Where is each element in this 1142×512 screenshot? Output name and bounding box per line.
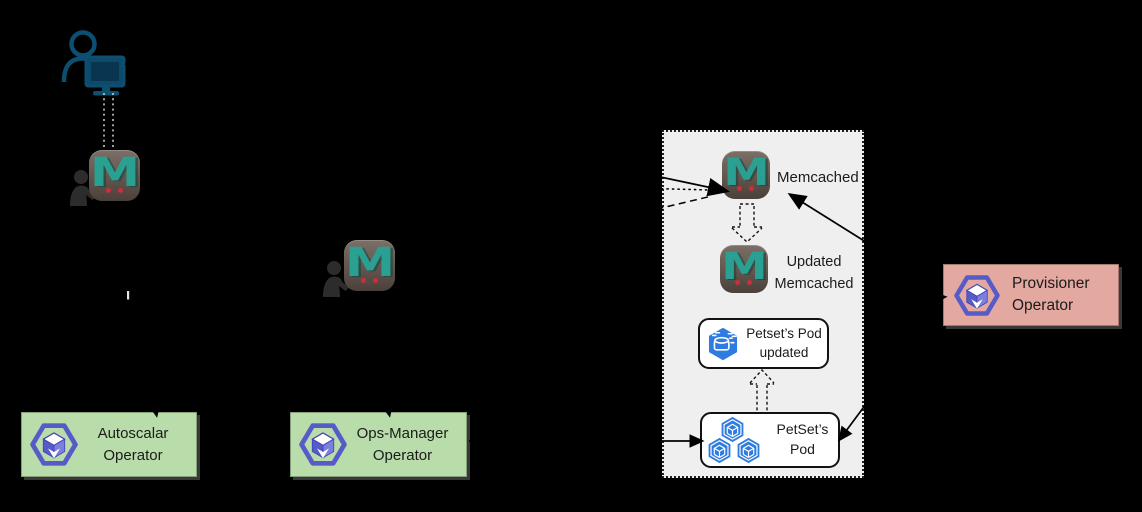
- arrow-label-tick: [127, 291, 130, 300]
- petset-pod-label-line2: Pod: [790, 441, 815, 457]
- memcached-dot: [749, 186, 754, 191]
- memcached-dot: [747, 280, 752, 285]
- memcached-logo-letter: M: [89, 149, 140, 196]
- provisioner-operator-box: Provisioner Operator: [943, 264, 1119, 326]
- autoscalar-operator-label-line1: Autoscalar: [97, 424, 169, 442]
- arrow-user-to-deployed-memcached: [124, 63, 730, 197]
- pod-icon: [735, 437, 762, 464]
- memcached-dot: [117, 188, 123, 193]
- operator-icon: [30, 423, 78, 466]
- operator-icon: [954, 275, 1000, 316]
- petset-pod-label-line1: PetSet’s: [776, 421, 829, 438]
- petset-pod-updated-box: Petset’s Pod updated: [698, 318, 829, 369]
- arrow-cr2-to-ops-manager-operator: [361, 295, 394, 418]
- updated-memcached-label: Updated Memcached: [764, 252, 864, 296]
- user-workstation-icon: [61, 30, 126, 96]
- deployed-memcached-icon: M: [722, 151, 770, 199]
- deployed-memcached-label: Memcached: [777, 169, 859, 186]
- petset-pod-box: PetSet’s Pod: [700, 412, 840, 468]
- updated-memcached-label-line1: Updated: [786, 254, 842, 270]
- petset-pod-label: PetSet’s Pod: [767, 420, 838, 459]
- memcached-cr-icon-2: M: [344, 240, 395, 291]
- ops-manager-operator-label-line2: Operator: [372, 446, 433, 464]
- memcached-dot: [735, 280, 740, 285]
- provisioner-operator-label: Provisioner Operator: [1012, 273, 1090, 316]
- memcached-dot: [372, 278, 378, 283]
- arrow-cr1-to-autoscalar-operator: [115, 205, 161, 418]
- autoscalar-operator-label-line2: Operator: [103, 446, 163, 464]
- autoscalar-operator-box: Autoscalar Operator: [21, 412, 197, 477]
- provisioner-operator-label-line1: Provisioner: [1012, 275, 1090, 293]
- petset-pod-updated-label-line1: Petset’s Pod: [746, 326, 822, 342]
- memcached-dot: [737, 186, 742, 191]
- operator-icon: [299, 423, 347, 466]
- memcached-dot: [105, 188, 111, 193]
- memcached-logo-letter: M: [720, 244, 768, 288]
- memcached-cr-icon-1: M: [89, 150, 140, 201]
- petset-pod-updated-label: Petset’s Pod updated: [741, 325, 827, 361]
- updated-memcached-label-line2: Memcached: [774, 275, 854, 292]
- memcached-logo-letter: M: [344, 239, 395, 286]
- ops-manager-operator-label: Ops-Manager Operator: [347, 423, 458, 467]
- pod-cluster: [705, 414, 767, 466]
- memcached-dot: [360, 278, 366, 283]
- ops-manager-operator-box: Ops-Manager Operator: [290, 412, 467, 477]
- arrow-to-provisioner: [865, 290, 948, 305]
- provisioner-operator-label-line2: Operator: [1012, 297, 1074, 314]
- petset-pod-updated-label-line2: updated: [759, 344, 809, 360]
- autoscalar-operator-label: Autoscalar Operator: [78, 423, 188, 467]
- updated-memcached-icon: M: [720, 245, 768, 293]
- pod-updated-icon: [705, 326, 741, 362]
- arrow-cr1-to-deployed-memcached: [143, 175, 713, 191]
- ops-manager-operator-label-line1: Ops-Manager: [356, 424, 449, 442]
- memcached-logo-letter: M: [722, 150, 770, 194]
- pod-icon: [706, 437, 733, 464]
